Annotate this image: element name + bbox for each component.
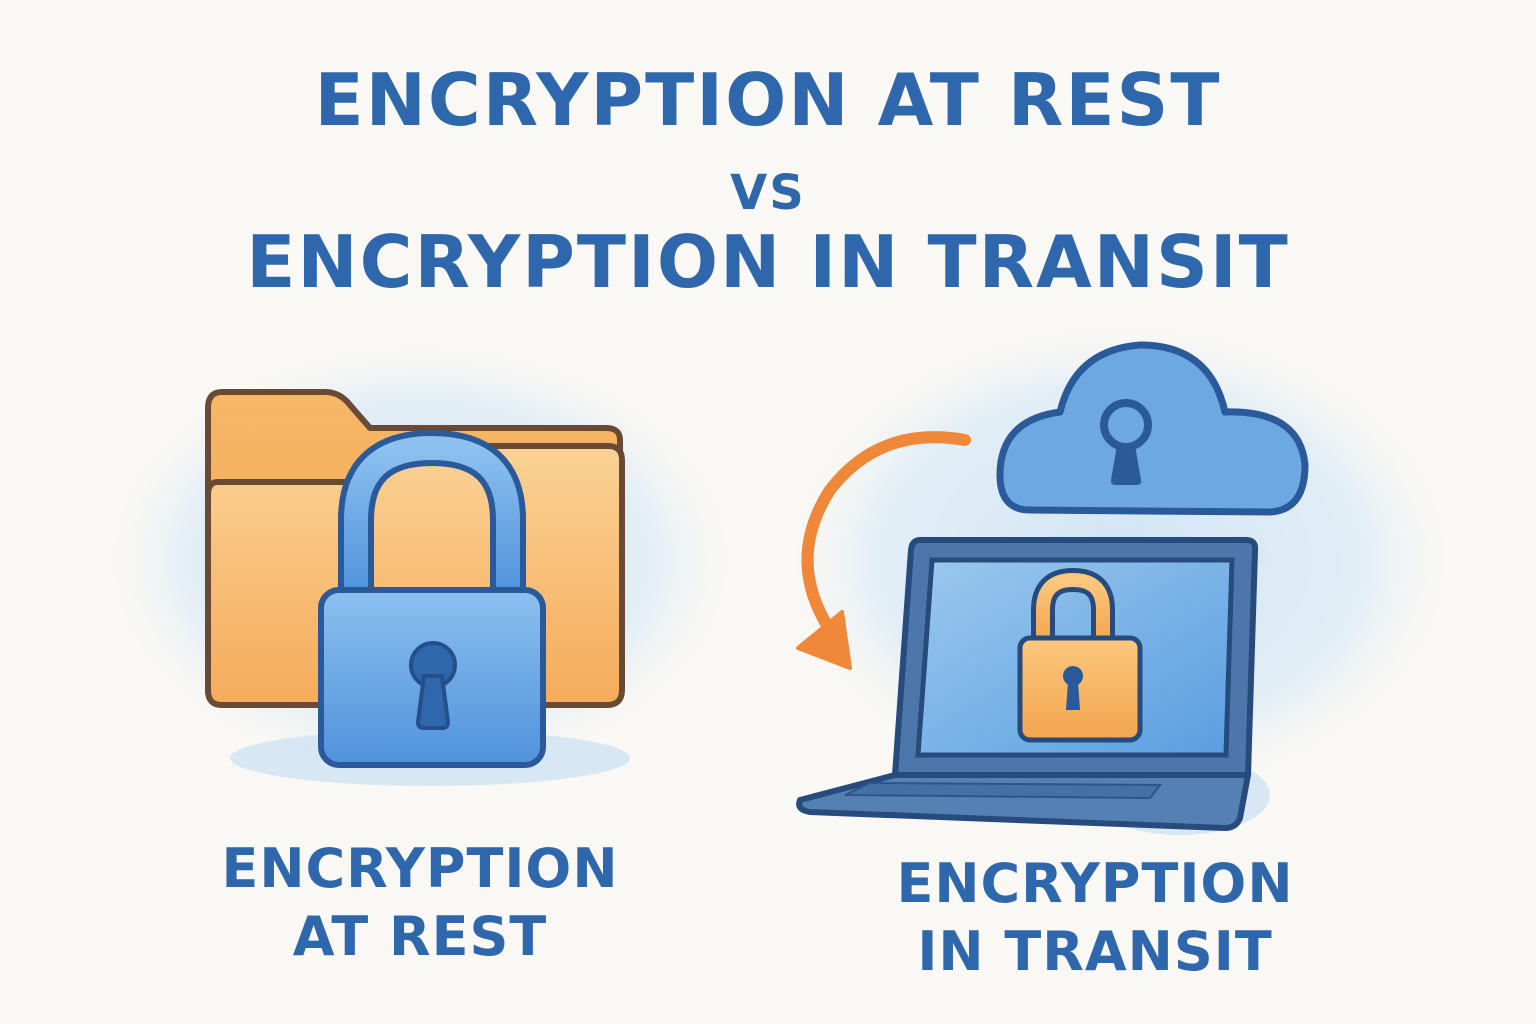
caption-line: IN TRANSIT bbox=[917, 920, 1273, 983]
curved-arrow-icon bbox=[796, 431, 971, 670]
caption-encryption-at-rest: ENCRYPTION AT REST bbox=[190, 835, 650, 971]
title-line-1: ENCRYPTION AT REST bbox=[314, 58, 1222, 142]
title-line-2: ENCRYPTION IN TRANSIT bbox=[246, 220, 1290, 304]
padlock-icon bbox=[318, 429, 546, 768]
screen-padlock-icon bbox=[1017, 567, 1143, 743]
caption-line: ENCRYPTION bbox=[221, 837, 619, 900]
title-vs: VS bbox=[730, 165, 806, 221]
caption-encryption-in-transit: ENCRYPTION IN TRANSIT bbox=[860, 850, 1330, 986]
caption-line: AT REST bbox=[292, 905, 548, 968]
caption-line: ENCRYPTION bbox=[896, 852, 1294, 915]
cloud-keyhole-icon bbox=[996, 341, 1309, 516]
